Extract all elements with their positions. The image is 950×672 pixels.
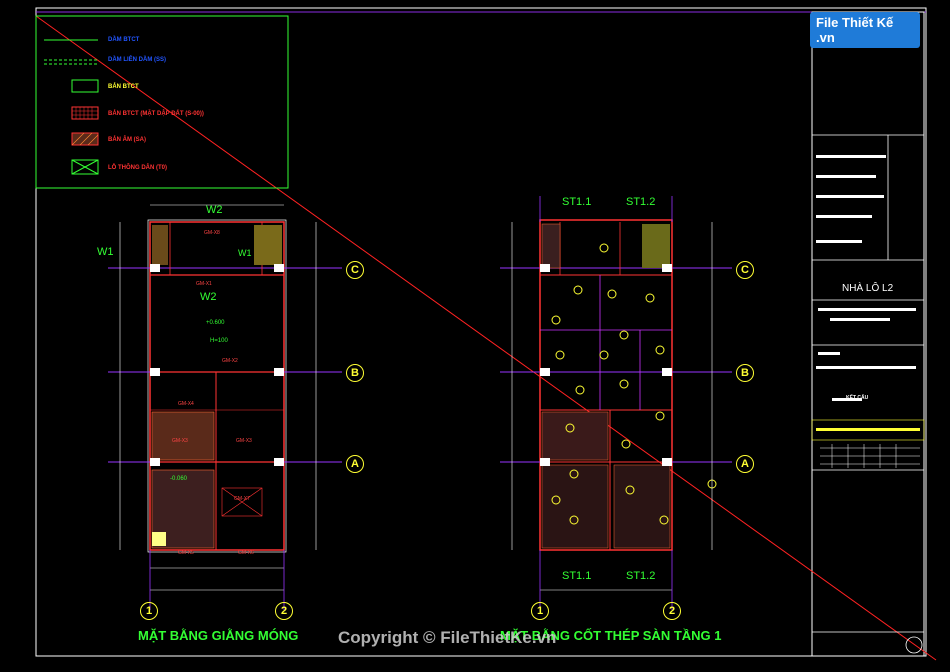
grid-bubble-row: C	[736, 261, 754, 279]
grid-bubble-row: A	[346, 455, 364, 473]
grid-bubble-row: A	[736, 455, 754, 473]
grid-bubble-col: 1	[140, 602, 158, 620]
logo-text: File Thiết Kế .vn	[810, 12, 920, 48]
svg-text:GM-X2: GM-X2	[222, 358, 238, 364]
svg-text:GM-X3: GM-X3	[172, 438, 188, 444]
svg-text:GM-X3: GM-X3	[236, 438, 252, 444]
svg-text:GM-X5: GM-X5	[178, 550, 194, 556]
svg-text:H=100: H=100	[210, 338, 229, 344]
stair-tag: ST1.1	[562, 570, 592, 582]
svg-text:GM-X1: GM-X1	[196, 281, 212, 287]
svg-text:+0.600: +0.600	[206, 320, 225, 326]
stair-tag: ST1.1	[562, 196, 592, 208]
plan-title-slab: MẶT BẰNG CỐT THÉP SÀN TẦNG 1	[500, 628, 722, 643]
legend-item-sunken-slab: BẢN ÂM (SA)	[108, 137, 146, 143]
legend-item-slab: BẢN BTCT	[108, 84, 139, 90]
legend-item-beam: DẦM BTCT	[108, 37, 140, 43]
stair-tag: ST1.2	[626, 570, 656, 582]
legend-item-slab-ground: BẢN BTCT (MẶT DẬP ĐẤT (S-00))	[108, 111, 204, 117]
grid-bubble-col: 2	[663, 602, 681, 620]
svg-text:GM-X8: GM-X8	[204, 230, 220, 236]
copyright-watermark: Copyright © FileThietKe.vn	[338, 628, 557, 647]
wall-tag: W2	[200, 291, 217, 303]
grid-bubble-row: B	[736, 364, 754, 382]
stair-tag: ST1.2	[626, 196, 656, 208]
project-name: NHÀ LÔ L2	[842, 283, 894, 294]
svg-text:GM-X4: GM-X4	[178, 401, 194, 407]
legend-item-opening: LỖ THÔNG DÂN (T0)	[108, 165, 167, 171]
grid-bubble-row: C	[346, 261, 364, 279]
site-logo: File Thiết Kế .vn	[810, 12, 920, 48]
wall-tag: W1	[97, 246, 114, 258]
svg-text:GM-X6: GM-X6	[238, 550, 254, 556]
plan-title-foundation: MẶT BẰNG GIẰNG MÓNG	[138, 628, 299, 643]
wall-tag: W2	[206, 204, 223, 216]
svg-text:-0.060: -0.060	[170, 476, 188, 482]
legend-item-secondary-beam: DẦM LIÊN DẦM (SS)	[108, 57, 166, 63]
grid-bubble-col: 1	[531, 602, 549, 620]
section-label: KẾT CẤU	[846, 395, 869, 401]
svg-text:GM-X7: GM-X7	[234, 496, 250, 502]
grid-bubble-col: 2	[275, 602, 293, 620]
wall-tag: W1	[238, 248, 252, 258]
grid-bubble-row: B	[346, 364, 364, 382]
